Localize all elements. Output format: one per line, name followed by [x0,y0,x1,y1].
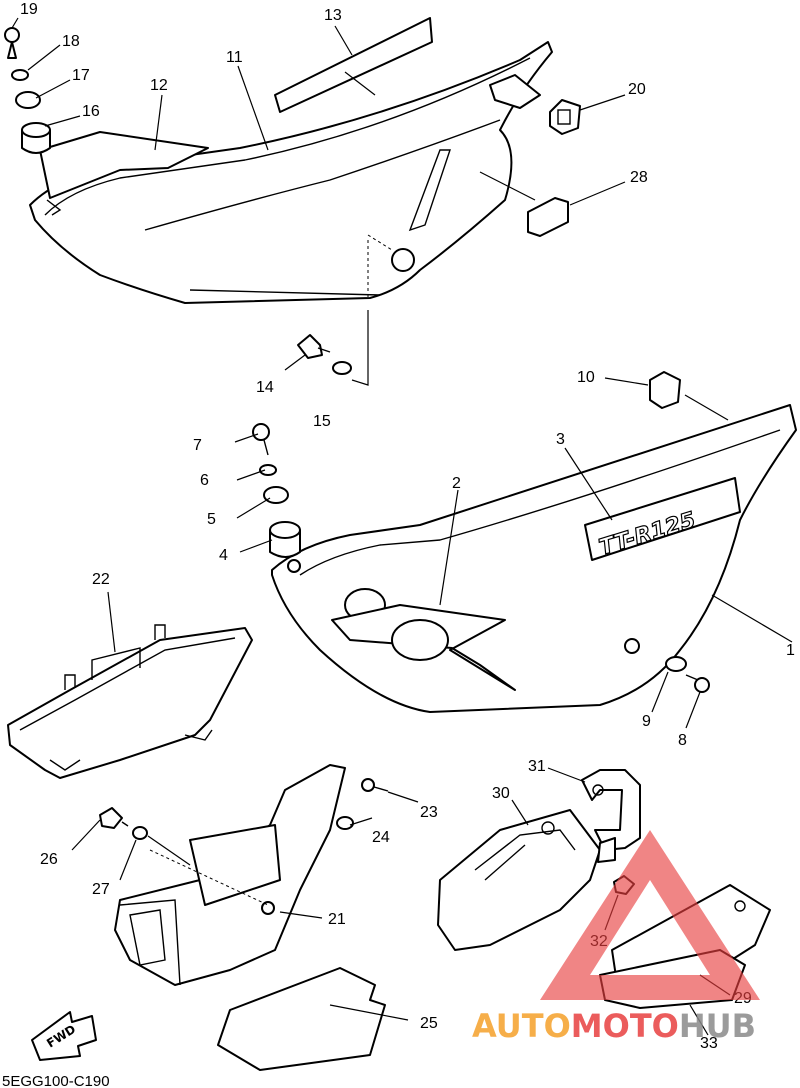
lower-decal-2 [331,604,516,691]
figure-code: 5EGG100-C190 [2,1073,110,1088]
callout-26: 26 [40,851,58,868]
callout-5: 5 [207,511,216,528]
callout-30: 30 [492,785,510,802]
callout-28: 28 [630,169,648,186]
lower-side-cover [271,404,797,713]
watermark-part-auto: AUTO [472,1007,571,1045]
upper-fasteners [4,27,51,154]
grommet-20 [549,99,581,135]
callout-22: 22 [92,571,110,588]
callout-2: 2 [452,475,461,492]
callout-15: 15 [313,413,331,430]
callout-10: 10 [577,369,595,386]
callout-13: 13 [324,7,342,24]
upper-decal-12 [39,131,209,199]
callout-11: 11 [226,49,243,66]
callout-3: 3 [556,431,565,448]
callout-20: 20 [628,81,646,98]
lower-decal-hole [391,619,449,661]
callout-21: 21 [328,911,346,928]
bracket-22 [7,624,253,779]
callout-1: 1 [786,642,795,659]
airbox-cover-21 [114,764,346,986]
leader-lines [11,17,793,1036]
upper-decal-13 [274,17,433,113]
callout-27: 27 [92,881,110,898]
callout-4: 4 [219,547,228,564]
callout-14: 14 [256,379,274,396]
damper-28 [527,197,569,237]
airbox-fasteners [99,778,389,840]
tool-bag-30 [437,809,601,951]
callout-23: 23 [420,804,438,821]
lower-fasteners [252,423,301,558]
callout-9: 9 [642,713,651,730]
callout-31: 31 [528,758,546,775]
callout-6: 6 [200,472,209,489]
callout-19: 19 [20,1,38,18]
upper-cover-pin [489,74,541,109]
fwd-arrow-icon: FWD [31,1011,97,1061]
watermark-triangle-icon [540,830,760,1000]
upper-side-cover [29,41,553,304]
watermark-text: AUTOMOTOHUB [472,1007,756,1045]
watermark-part-hub: HUB [679,1007,756,1045]
callout-16: 16 [82,103,100,120]
callout-33: 33 [700,1035,718,1052]
watermark-part-moto: MOTO [571,1007,679,1045]
callout-12: 12 [150,77,168,94]
callout-8: 8 [678,732,687,749]
lower-bolts-8-9 [665,656,710,693]
grommet-10 [649,371,681,409]
callout-25: 25 [420,1015,438,1032]
callout-18: 18 [62,33,80,50]
sheet-25 [217,967,386,1071]
upper-mount-bolts [297,334,352,375]
callout-17: 17 [72,67,90,84]
callout-7: 7 [193,437,202,454]
callout-24: 24 [372,829,390,846]
bracket-31 [581,769,641,863]
watermark: AUTOMOTOHUB [472,830,760,1045]
